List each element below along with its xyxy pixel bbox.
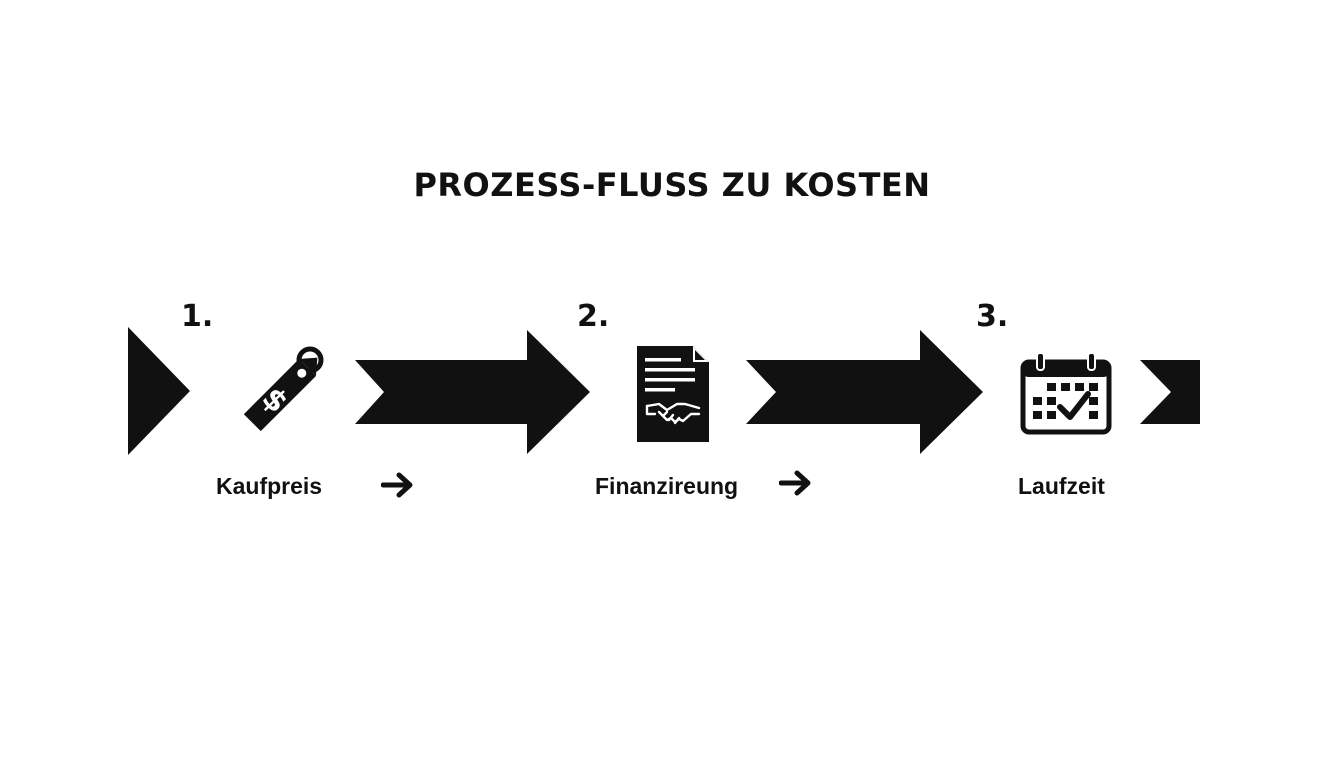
- small-arrow-right-icon: [778, 470, 813, 496]
- contract-handshake-icon: [637, 346, 709, 442]
- start-chevron: [128, 327, 190, 455]
- step-3-label: Laufzeit: [1018, 473, 1105, 499]
- step-1-label: Kaufpreis: [216, 473, 323, 499]
- small-arrow-right-icon: [380, 472, 415, 498]
- step-2-number: 2.: [577, 299, 610, 334]
- step-2-label: Finanzireung: [595, 473, 739, 499]
- flow-arrow-2-to-3: [746, 330, 983, 454]
- end-chevron: [1140, 360, 1200, 424]
- calendar-check-icon: [1020, 352, 1112, 436]
- step-3-number: 3.: [976, 299, 1009, 334]
- flow-arrow-1-to-2: [355, 330, 590, 454]
- price-tag-dollar-icon: $: [232, 343, 332, 443]
- diagram-title: PROZESS-FLUSS ZU KOSTEN: [413, 166, 931, 204]
- step-1-number: 1.: [181, 299, 214, 334]
